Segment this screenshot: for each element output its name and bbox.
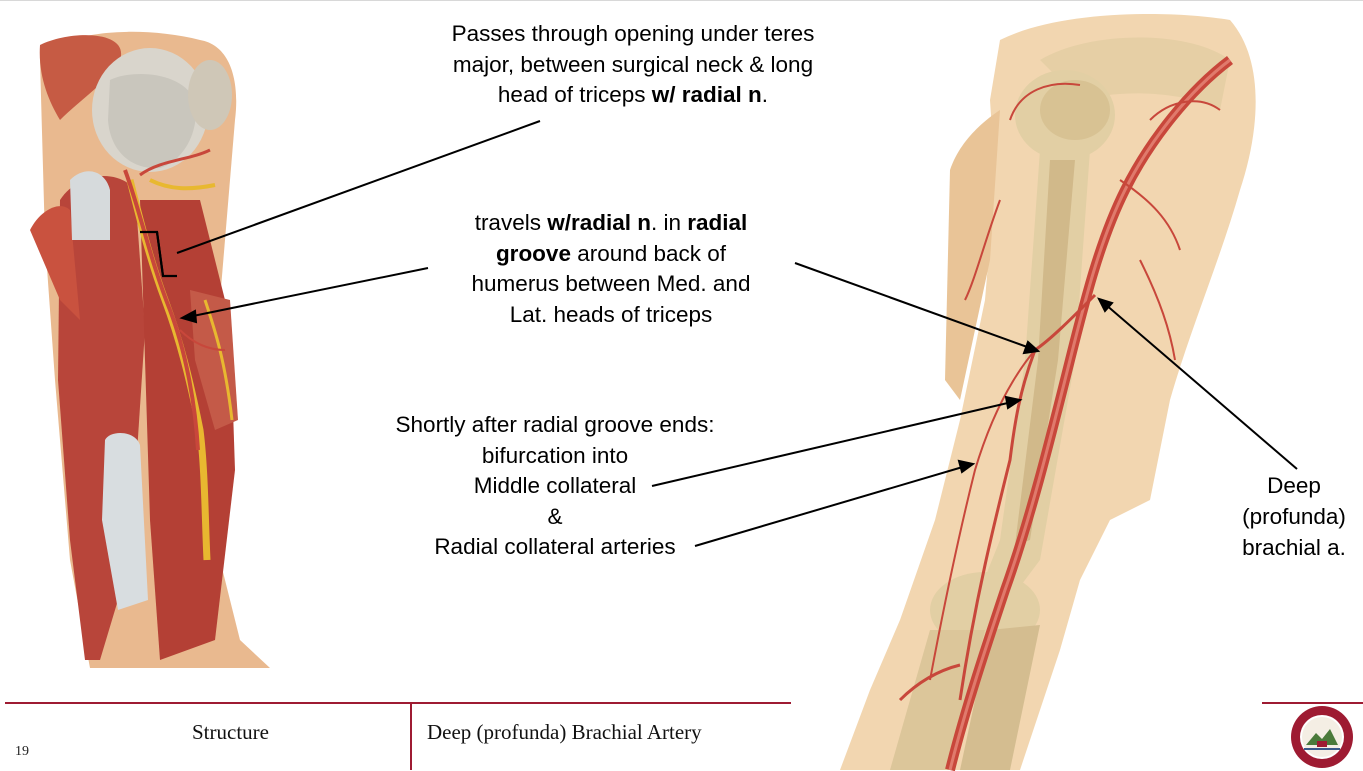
annotation-top-line1: Passes through opening under teres xyxy=(451,21,815,46)
annotation-middle: travels w/radial n. in radial groove aro… xyxy=(430,208,792,330)
leader-line-middle-right xyxy=(794,262,1031,349)
annotation-middle-l2b: around back of xyxy=(570,240,727,266)
arrowhead-middle-left xyxy=(179,309,198,324)
university-seal-logo xyxy=(1291,706,1353,768)
annotation-middle-l1d: radial xyxy=(687,210,748,235)
annotation-middle-line2: groove around back of xyxy=(430,239,792,270)
annotation-middle-line4: Lat. heads of triceps xyxy=(509,301,713,327)
arrowhead-radial-collateral xyxy=(957,459,976,474)
annotation-top-line3-bold: w/ radial n xyxy=(651,82,762,107)
annotation-top-line3: head of triceps w/ radial n. xyxy=(400,80,866,111)
annotation-top-line2: major, between surgical neck & long xyxy=(452,51,814,77)
annotation-bottom-line5: Radial collateral arteries xyxy=(434,534,676,559)
annotation-top-line3-plain: head of triceps xyxy=(497,82,652,107)
annotation-top-line3-end: . xyxy=(761,82,769,107)
posterior-arm-illustration xyxy=(30,31,270,668)
annotation-deep-line2: (profunda) xyxy=(1242,504,1346,529)
footer-divider xyxy=(410,704,412,770)
annotation-bottom-line2: bifurcation into xyxy=(481,442,629,468)
arrowhead-deep xyxy=(1097,297,1114,313)
slide-number: 19 xyxy=(15,744,29,759)
leader-lines xyxy=(176,120,1298,547)
leader-line-middle-left xyxy=(187,267,429,318)
leader-line-radial-collateral xyxy=(694,465,967,547)
anterior-arm-illustration xyxy=(840,14,1256,771)
footer-rule-left xyxy=(5,702,791,704)
annotation-deep-brachial: Deep (profunda) brachial a. xyxy=(1228,470,1360,563)
annotation-deep-line1: Deep xyxy=(1267,473,1321,498)
annotation-middle-l1c: . in xyxy=(651,210,688,235)
leader-line-middle-collateral xyxy=(651,401,1013,487)
annotation-deep-line3: brachial a. xyxy=(1242,535,1346,560)
annotation-middle-l1b: w/radial n xyxy=(547,210,651,235)
annotation-bottom-line4: & xyxy=(547,503,563,529)
leader-line-top xyxy=(176,120,541,254)
slide-border xyxy=(0,0,1363,1)
arrowhead-middle-right xyxy=(1022,340,1041,355)
annotation-middle-line1: travels w/radial n. in radial xyxy=(430,208,792,239)
annotation-bottom-line1: Shortly after radial groove ends: xyxy=(395,412,715,437)
footer-rule-right xyxy=(1262,702,1363,704)
footer-structure-label: Structure xyxy=(192,720,269,744)
footer-structure-name: Deep (profunda) Brachial Artery xyxy=(427,720,702,744)
annotation-bottom-line3: Middle collateral xyxy=(473,473,637,498)
annotation-bottom: Shortly after radial groove ends: bifurc… xyxy=(355,410,755,563)
annotation-middle-l1a: travels xyxy=(474,210,548,235)
arrowhead-middle-collateral xyxy=(1004,395,1023,410)
annotation-middle-l2a: groove xyxy=(495,240,571,266)
leader-line-deep xyxy=(1104,303,1298,470)
annotation-top: Passes through opening under teres major… xyxy=(400,19,866,111)
annotation-middle-line3: humerus between Med. and xyxy=(471,271,751,296)
